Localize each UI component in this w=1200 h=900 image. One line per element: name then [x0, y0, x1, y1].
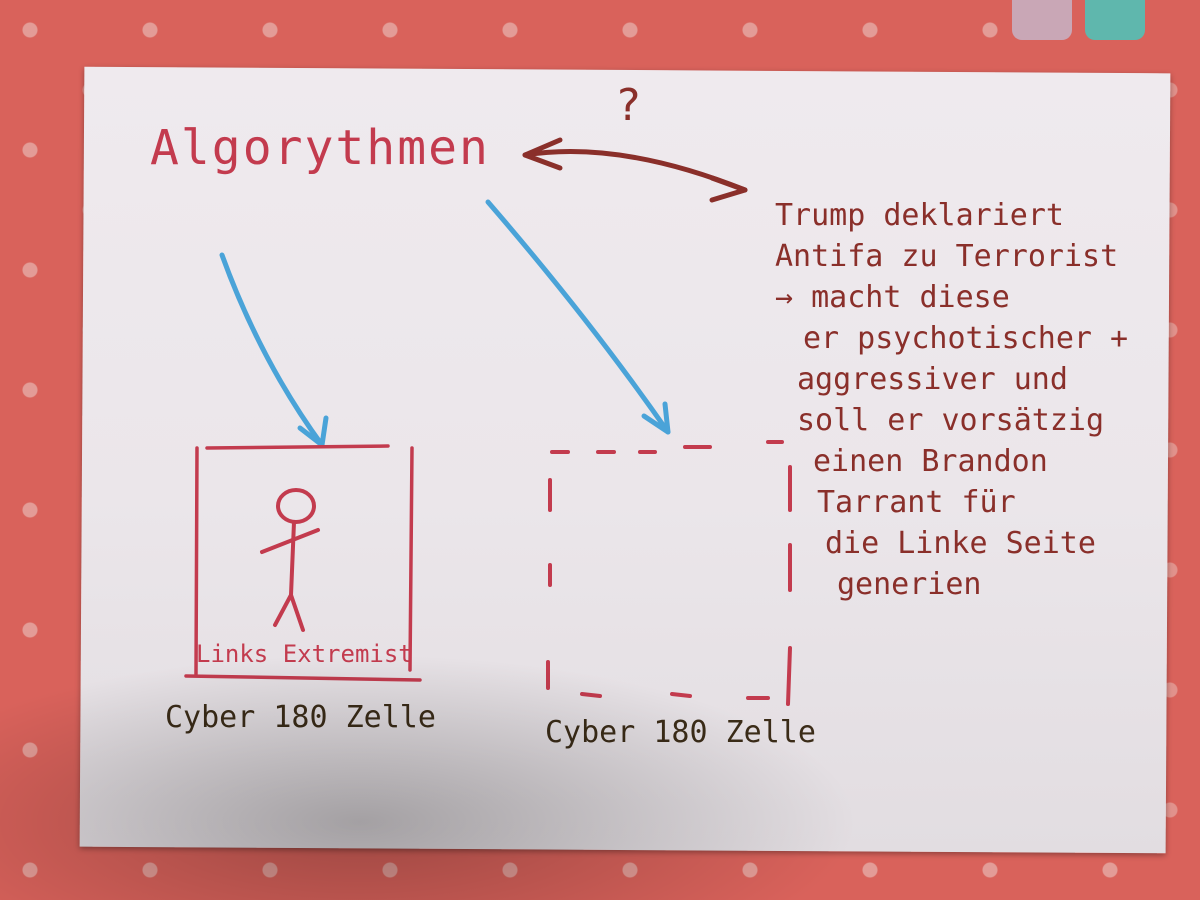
teal-marker [1085, 0, 1145, 40]
left-caption: Cyber 180 Zelle [165, 700, 436, 735]
double-arrow [522, 137, 748, 203]
question-mark: ? [615, 80, 642, 131]
note-line: Antifa zu Terrorist [775, 239, 1119, 274]
note-line: die Linke Seite [825, 526, 1096, 561]
blue-arrow-left [219, 252, 329, 448]
left-box-label: Links Extremist [196, 640, 413, 668]
handwritten-note: Trump deklariert Antifa zu Terrorist → m… [775, 195, 1128, 605]
right-caption: Cyber 180 Zelle [545, 715, 816, 750]
note-line: Trump deklariert [775, 198, 1064, 233]
note-line: → macht diese [775, 280, 1010, 315]
note-line: Tarrant für [817, 485, 1016, 520]
heading-algorithms: Algorythmen [150, 120, 490, 176]
note-line: einen Brandon [813, 444, 1048, 479]
note-line: generien [837, 567, 982, 602]
pink-marker [1012, 0, 1072, 40]
note-line: aggressiver und [797, 362, 1068, 397]
note-line: er psychotischer + [803, 321, 1129, 356]
left-cell-box [184, 444, 422, 682]
stick-figure [260, 488, 320, 632]
right-cell-box-dashed [546, 440, 792, 706]
note-line: soll er vorsätzig [797, 403, 1105, 438]
blue-arrow-right [485, 199, 671, 435]
